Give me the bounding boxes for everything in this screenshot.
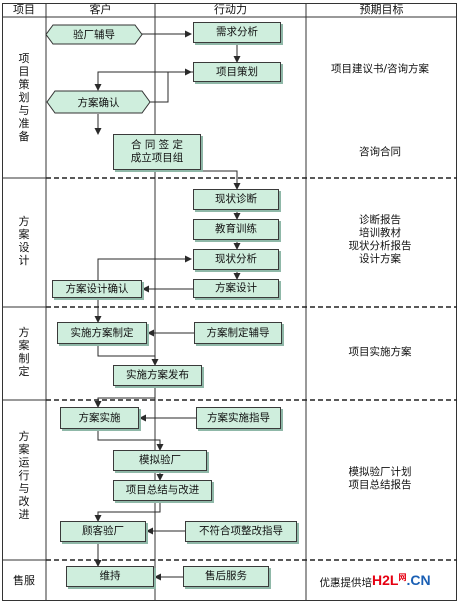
node-contract[interactable]: 合 同 签 定 成立项目组 bbox=[113, 134, 201, 170]
node-plan-impl[interactable]: 方案实施 bbox=[60, 407, 139, 429]
goal-after: 优惠提供培 bbox=[319, 577, 373, 589]
node-impl-plan-make[interactable]: 实施方案制定 bbox=[57, 322, 147, 344]
stage-label-make: 方案制定 bbox=[18, 326, 30, 378]
watermark-suffix: .CN bbox=[406, 572, 431, 588]
goal-make: 项目实施方案 bbox=[348, 346, 412, 358]
node-factory-tutor[interactable]: 验厂辅导 bbox=[45, 24, 143, 45]
node-status-diag[interactable]: 现状诊断 bbox=[193, 189, 279, 210]
node-noncon-guide[interactable]: 不符合项整改指导 bbox=[185, 521, 297, 542]
node-needs-analysis[interactable]: 需求分析 bbox=[193, 22, 281, 43]
node-contract-line2: 成立项目组 bbox=[130, 152, 184, 164]
node-plan-confirm[interactable]: 方案确认 bbox=[46, 90, 151, 114]
node-label: 方案确认 bbox=[77, 96, 120, 109]
goal-design-list: 诊断报告 培训教材 现状分析报告 设计方案 bbox=[306, 214, 454, 266]
goal-design-item: 设计方案 bbox=[359, 253, 401, 265]
goal-run-item: 模拟验厂计划 bbox=[348, 466, 412, 478]
node-impl-plan-release[interactable]: 实施方案发布 bbox=[113, 365, 202, 386]
node-design-confirm[interactable]: 方案设计确认 bbox=[52, 280, 142, 298]
header-client: 客户 bbox=[89, 3, 112, 16]
node-status-analysis[interactable]: 现状分析 bbox=[193, 249, 279, 270]
stage-label-design: 方案设计 bbox=[18, 215, 30, 267]
hexagon-shape bbox=[46, 90, 151, 114]
goal-design-item: 培训教材 bbox=[359, 227, 401, 239]
node-client-audit[interactable]: 顾客验厂 bbox=[60, 521, 146, 542]
hexagon-shape bbox=[45, 24, 143, 45]
stage-label-after: 售服 bbox=[13, 574, 35, 587]
stage-label-run: 方案运行与改进 bbox=[18, 430, 30, 521]
node-mock-audit[interactable]: 模拟验厂 bbox=[113, 450, 207, 471]
watermark-sub: 网 bbox=[398, 573, 407, 582]
header-goal: 预期目标 bbox=[359, 3, 404, 16]
goal-run-list: 模拟验厂计划 项目总结报告 bbox=[306, 466, 454, 492]
node-summary-improve[interactable]: 项目总结与改进 bbox=[113, 480, 212, 501]
goal-design-item: 诊断报告 bbox=[359, 214, 401, 226]
header-action: 行动力 bbox=[214, 3, 247, 16]
goal-run-item: 项目总结报告 bbox=[348, 479, 412, 491]
goal-prep-1: 项目建议书/咨询方案 bbox=[330, 63, 430, 75]
goal-design-item: 现状分析报告 bbox=[348, 240, 412, 252]
watermark-logo: H2L网.CN bbox=[372, 572, 431, 588]
stage-label-prep: 项目策划与准备 bbox=[18, 52, 30, 143]
node-plan-make-tutor[interactable]: 方案制定辅导 bbox=[194, 322, 282, 344]
header-stage: 项目 bbox=[13, 3, 35, 16]
node-label: 验厂辅导 bbox=[73, 29, 115, 41]
node-maintain[interactable]: 维持 bbox=[66, 566, 154, 587]
node-edu-train[interactable]: 教育训练 bbox=[193, 219, 279, 240]
node-project-plan[interactable]: 项目策划 bbox=[193, 62, 281, 82]
node-plan-design[interactable]: 方案设计 bbox=[193, 279, 279, 298]
node-contract-line1: 合 同 签 定 bbox=[130, 139, 183, 151]
goal-prep-2: 咨询合同 bbox=[359, 146, 401, 158]
node-after-service[interactable]: 售后服务 bbox=[183, 566, 269, 587]
node-plan-impl-guide[interactable]: 方案实施指导 bbox=[196, 407, 281, 429]
watermark-main: H2L bbox=[372, 572, 399, 588]
table-border bbox=[2, 3, 457, 601]
